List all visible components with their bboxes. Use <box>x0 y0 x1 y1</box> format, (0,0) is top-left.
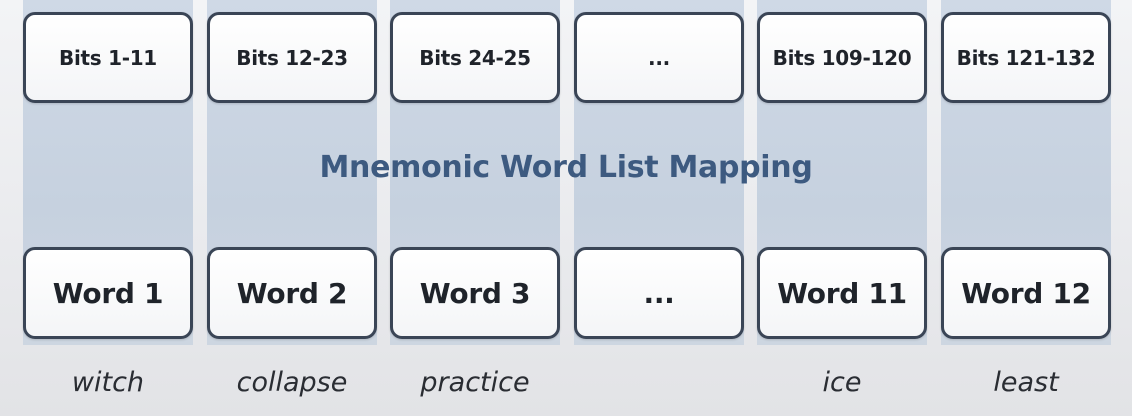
word-box-12: Word 12 <box>941 247 1111 339</box>
bits-box-12: Bits 121-132 <box>941 12 1111 103</box>
bits-box-1: Bits 1-11 <box>23 12 193 103</box>
word-box-3: Word 3 <box>390 247 560 339</box>
word-box-ellipsis: ... <box>574 247 744 339</box>
example-word-11: ice <box>822 367 862 398</box>
word-box-1: Word 1 <box>23 247 193 339</box>
example-word-12: least <box>993 367 1059 398</box>
bits-box-2: Bits 12-23 <box>207 12 377 103</box>
bits-box-ellipsis: ... <box>574 12 744 103</box>
bits-box-3: Bits 24-25 <box>390 12 560 103</box>
example-word-1: witch <box>71 367 145 398</box>
example-word-3: practice <box>420 367 530 398</box>
bits-box-11: Bits 109-120 <box>757 12 927 103</box>
example-word-2: collapse <box>236 367 348 398</box>
diagram-title: Mnemonic Word List Mapping <box>319 150 813 185</box>
word-box-11: Word 11 <box>757 247 927 339</box>
word-box-2: Word 2 <box>207 247 377 339</box>
